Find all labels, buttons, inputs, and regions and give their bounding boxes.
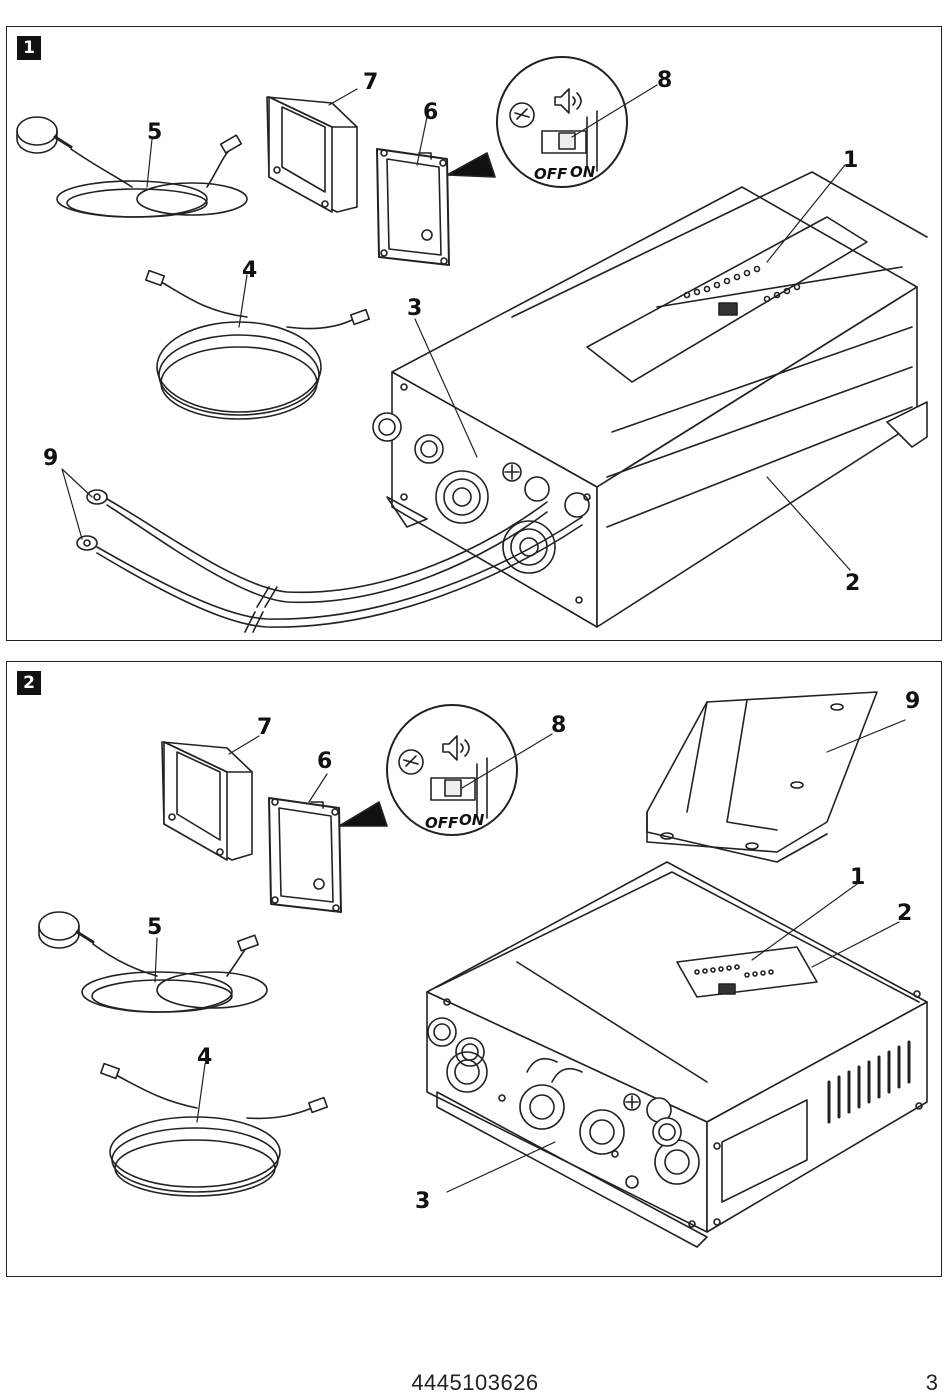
- callout-1: 1: [850, 865, 865, 890]
- remote-control-panel: [376, 148, 450, 266]
- figure-1-illustration: OFF ON: [16, 56, 928, 633]
- control-panel-leds: [694, 964, 774, 995]
- remote-control-panel: [268, 797, 342, 913]
- switch-on-label: ON: [459, 811, 485, 829]
- callout-leader-lines: [61, 84, 851, 571]
- callout-9: 9: [905, 689, 920, 714]
- panel-mounting-frame: [266, 96, 358, 213]
- callout-2: 2: [897, 901, 912, 926]
- callout-8: 8: [551, 713, 566, 738]
- callout-3: 3: [407, 296, 422, 321]
- switch-on-label: ON: [570, 163, 596, 181]
- battery-charger-unit: [426, 861, 928, 1248]
- callout-leader-lines: [154, 719, 906, 1193]
- callout-7: 7: [257, 715, 272, 740]
- callout-4: 4: [197, 1045, 212, 1070]
- callout-5: 5: [147, 915, 162, 940]
- figure-1-panel: 1: [6, 26, 942, 641]
- page-number: 3: [925, 1370, 938, 1395]
- figure-2-panel: 2 OFF: [6, 661, 942, 1277]
- control-panel-leds: [683, 265, 801, 316]
- document-code: 4445103626: [411, 1370, 539, 1395]
- mounting-bracket: [646, 691, 878, 863]
- remote-control-cable: [99, 1062, 329, 1197]
- figure-number-badge: 2: [17, 671, 41, 695]
- callout-3: 3: [415, 1189, 430, 1214]
- callout-2: 2: [845, 571, 860, 596]
- switch-off-label: OFF: [425, 814, 459, 832]
- callout-8: 8: [657, 68, 672, 93]
- battery-charger-unit: [372, 171, 928, 628]
- switch-off-label: OFF: [534, 165, 568, 183]
- callout-9: 9: [43, 446, 58, 471]
- figure-2-illustration: OFF ON: [38, 689, 928, 1248]
- callout-4: 4: [242, 258, 257, 283]
- callout-5: 5: [147, 120, 162, 145]
- callout-7: 7: [363, 70, 378, 95]
- callout-6: 6: [423, 100, 438, 125]
- battery-connection-cables: [76, 489, 583, 633]
- callout-6: 6: [317, 749, 332, 774]
- panel-mounting-frame: [161, 741, 253, 861]
- callout-1: 1: [843, 148, 858, 173]
- figure-number-badge: 1: [17, 36, 41, 60]
- heatsink-fins: [827, 1040, 911, 1124]
- remote-control-cable: [144, 269, 371, 420]
- sound-switch-detail-zoom: OFF ON: [446, 56, 628, 188]
- temperature-sensor-cable: [38, 911, 268, 1013]
- temperature-sensor-cable: [16, 116, 248, 218]
- sound-switch-detail-zoom: OFF ON: [338, 704, 518, 836]
